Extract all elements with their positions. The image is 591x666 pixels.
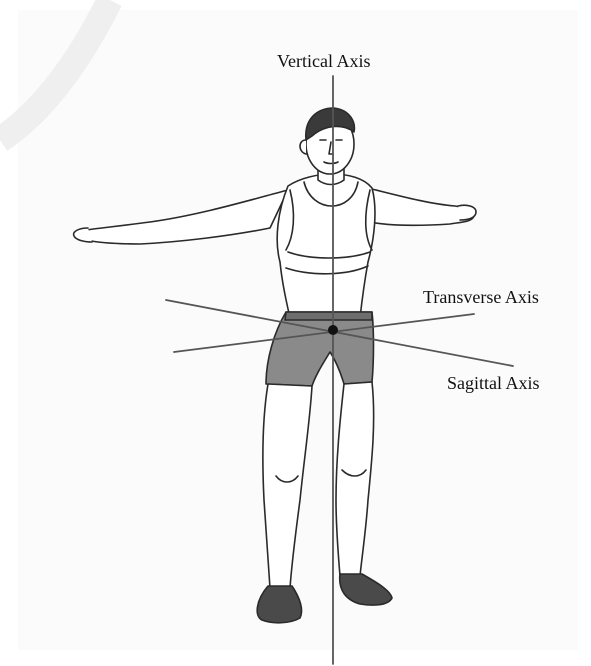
transverse-axis-label: Transverse Axis [423, 288, 539, 306]
sagittal-axis-label: Sagittal Axis [447, 374, 540, 392]
left-shoe [257, 586, 301, 623]
shorts-waistband [285, 312, 372, 320]
human-figure-icon [74, 108, 476, 623]
shorts [266, 312, 374, 386]
left-leg [263, 384, 312, 588]
watermark-mark [0, 0, 110, 140]
right-hand [458, 205, 476, 220]
right-shoe [340, 574, 392, 605]
left-arm [82, 190, 289, 244]
ear [300, 140, 306, 154]
vertical-axis-label: Vertical Axis [277, 52, 370, 70]
right-leg [336, 382, 374, 576]
axes-intersection-point [328, 325, 338, 335]
